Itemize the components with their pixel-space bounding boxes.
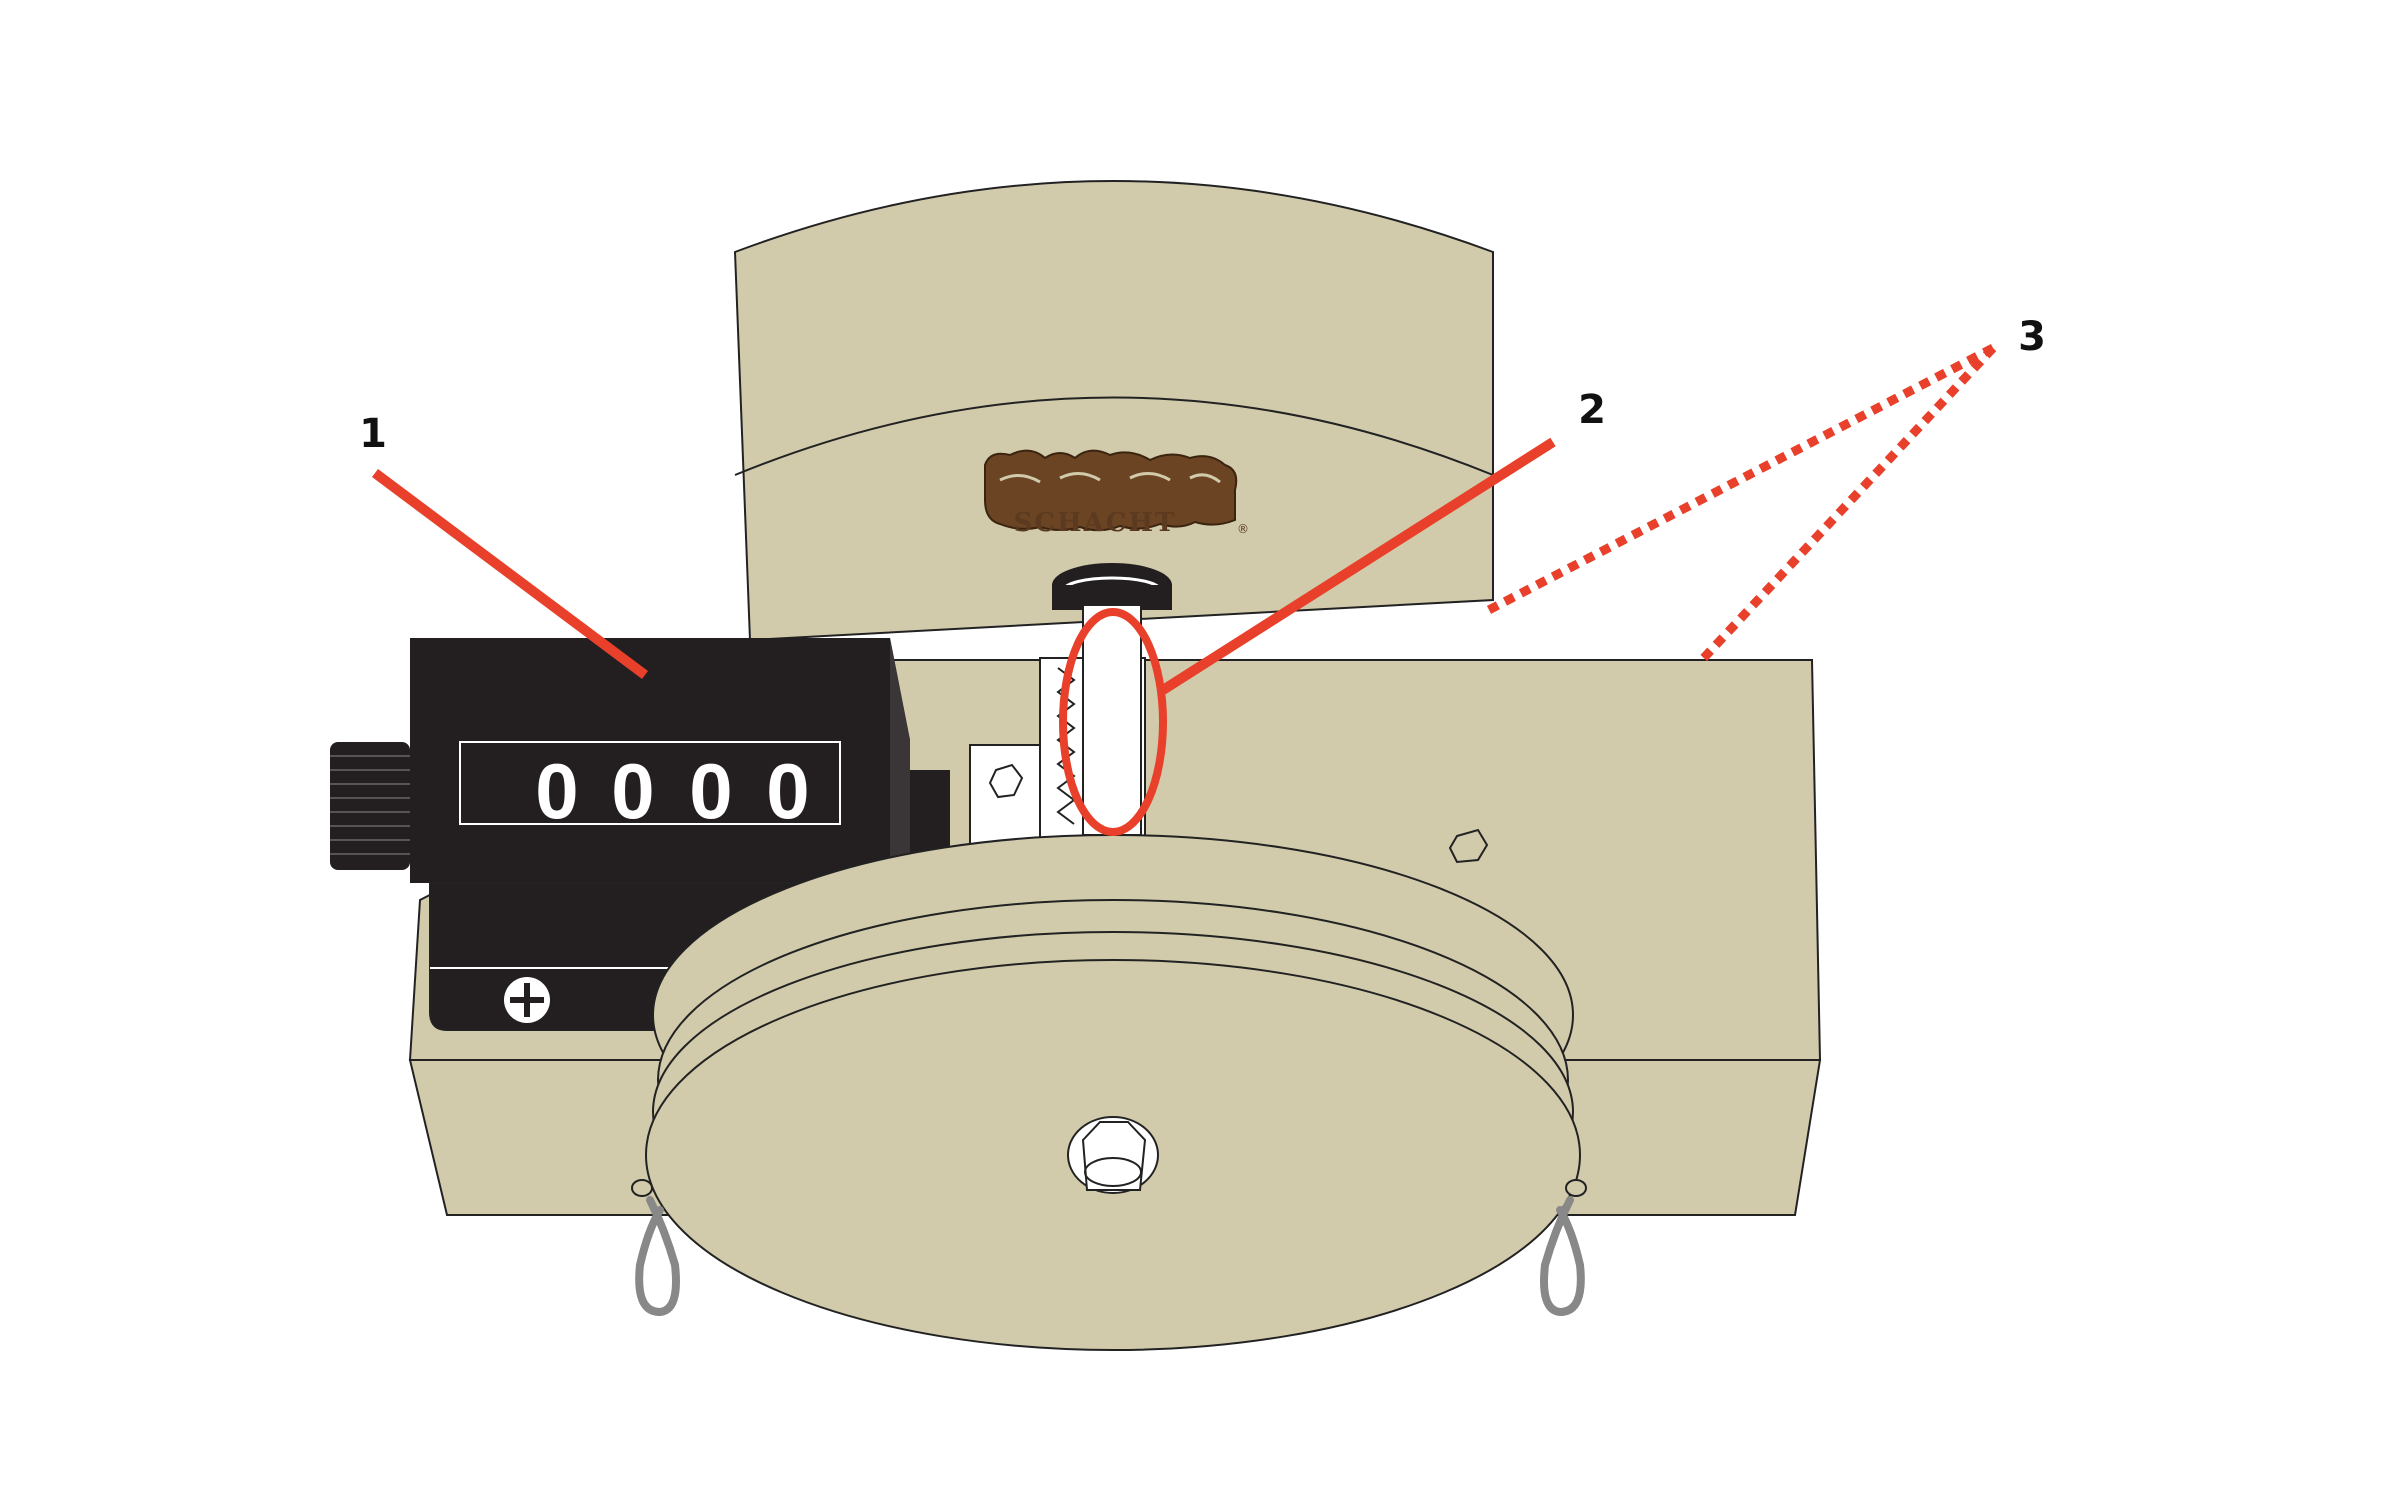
callout-2-highlight-ring: [1059, 608, 1167, 836]
callout-3-leader-housing: [1696, 344, 1997, 666]
sheep-silhouette-icon: [984, 449, 1238, 532]
hood-shell: [733, 180, 1494, 642]
callout-2-leader: [1160, 437, 1556, 695]
counter-digit: 0: [535, 747, 578, 835]
counter-side-shadow: [890, 638, 910, 883]
counter-window: [459, 741, 841, 825]
housing-screw-hex: [1448, 828, 1489, 864]
right-eyelet: [1540, 1179, 1587, 1317]
plus-screw: [504, 977, 550, 1023]
counter-shaft-block: [910, 770, 950, 855]
logo-text: SCHACHT: [1014, 508, 1177, 538]
counter-digit: 0: [689, 747, 732, 835]
counter-digit: 0: [766, 747, 809, 835]
callout-2-label: 2: [1578, 387, 1606, 433]
callout-3-leader-hood: [1482, 344, 1996, 616]
callout-1: 1: [359, 411, 648, 680]
logo-registered-mark: ®: [1237, 522, 1249, 536]
coupling-collar: [969, 744, 1041, 851]
upper-hood: [733, 180, 1494, 642]
callout-2: 2: [1059, 387, 1606, 836]
callout-1-label: 1: [359, 411, 387, 457]
schacht-logo: SCHACHT ®: [984, 449, 1249, 538]
counter-body: [410, 638, 910, 883]
callout-3-label: 3: [2018, 314, 2046, 360]
pulley-wheel: [645, 834, 1581, 1351]
coupling-hex-nut: [988, 763, 1024, 799]
counter-digit: 0: [611, 747, 654, 835]
counter-reset-knob: [330, 742, 410, 870]
pulley-axle-nut: [1067, 1116, 1159, 1194]
hood-fold-line: [734, 396, 1494, 476]
callout-3: 3: [1482, 314, 2046, 666]
knob-knurl: [330, 755, 410, 855]
callout-1-leader: [372, 468, 648, 680]
shaft-upper: [1082, 604, 1142, 836]
left-eyelet: [631, 1179, 680, 1317]
